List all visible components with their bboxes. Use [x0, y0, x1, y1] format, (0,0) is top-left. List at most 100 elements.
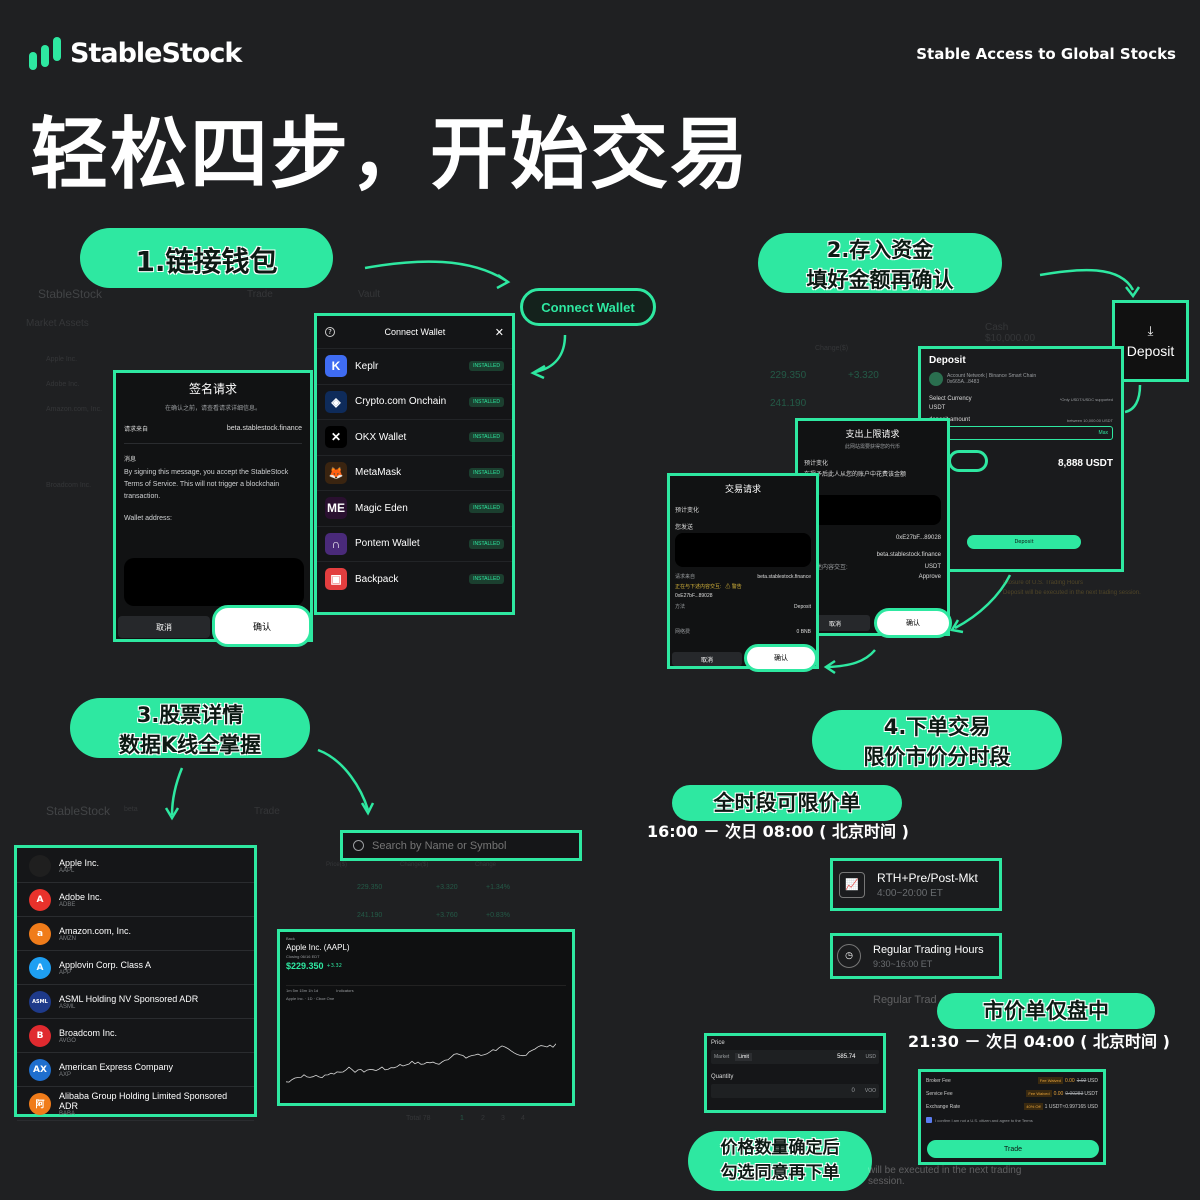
deposit-amount-range: between 10,000.00 USDT	[1066, 417, 1113, 423]
chart-price: $229.350	[286, 961, 324, 971]
page-2[interactable]: 2	[481, 1115, 485, 1122]
max-button[interactable]: Max	[1098, 430, 1108, 436]
wallet-icon: ∩	[325, 532, 347, 555]
spend-confirm-button[interactable]: 确认	[874, 608, 952, 638]
help-icon[interactable]: ?	[325, 327, 335, 337]
step1-label: 1.链接钱包	[80, 228, 333, 288]
download-icon: ⤓	[1147, 323, 1154, 339]
chart-breadcrumb[interactable]: Back	[286, 936, 295, 941]
asset-symbol: APP	[59, 969, 72, 976]
deposit-button[interactable]: ⤓ Deposit	[1112, 300, 1189, 382]
session-ghost: Regular Trad	[873, 994, 937, 1006]
sign-request-title: 签名请求	[188, 382, 237, 396]
account-address: 0x665A...8483	[947, 379, 980, 385]
agree-text: I confirm I am not a U.S. citizen and ag…	[935, 1117, 1033, 1123]
spend-title: 支出上限请求	[845, 430, 900, 440]
asset-symbol: BABA	[59, 1110, 76, 1117]
market-order-callout: 市价单仅盘中	[937, 993, 1155, 1029]
limit-tab[interactable]: Limit	[735, 1053, 752, 1061]
tx-est-label: 预计变化	[675, 508, 700, 514]
installed-badge: INSTALLED	[469, 503, 504, 514]
connect-wallet-button[interactable]: Connect Wallet	[520, 288, 656, 326]
asset-symbol: AMZN	[59, 935, 76, 942]
spend-est-text: 在授予后此人从您的账户中花费该金额	[804, 472, 907, 478]
deposit-total: 8,888 USDT	[1057, 458, 1113, 469]
currency-select[interactable]: USDT	[929, 405, 946, 411]
sign-confirm-button[interactable]: 确认	[212, 605, 312, 647]
search-input[interactable]	[372, 839, 552, 852]
asset-logo-icon: 阿	[29, 1092, 51, 1115]
spend-redacted	[804, 495, 941, 525]
trade-button[interactable]: Trade	[927, 1140, 1099, 1158]
page-3[interactable]: 3	[501, 1115, 505, 1122]
price-input[interactable]: 585.74	[837, 1054, 856, 1060]
wallet-name: MetaMask	[355, 467, 402, 479]
tx-title: 交易请求	[724, 485, 761, 495]
tx-cancel-button[interactable]: 取消	[672, 652, 742, 666]
asset-symbol: AVGO	[59, 1037, 76, 1044]
page-1[interactable]: 1	[460, 1115, 464, 1122]
spend-limit-modal: 支出上限请求 此网站需要获得您的代币 预计变化 在授予后此人从您的账户中花费该金…	[795, 418, 950, 636]
spend-subtitle: 此网站需要获得您的代币	[844, 444, 900, 450]
deposit-amount-highlight	[948, 450, 988, 472]
market-tab[interactable]: Market	[714, 1054, 730, 1060]
installed-badge: INSTALLED	[469, 396, 504, 407]
connect-modal-title: Connect Wallet	[384, 327, 446, 337]
page-headline: 轻松四步，开始交易	[30, 110, 751, 200]
installed-badge: INSTALLED	[469, 538, 504, 549]
deposit-amount-input[interactable]: 888 Max	[929, 426, 1113, 440]
spender-address: 0xE27bF...89028	[895, 534, 941, 541]
stablestock-logo-icon	[29, 37, 61, 70]
asset-name: Applovin Corp. Class A	[59, 959, 152, 970]
chart-timeframes[interactable]: 1m 5m 15m 1h 1d	[286, 988, 319, 993]
price-label: Price	[711, 1040, 725, 1046]
session-option-extended[interactable]: 📈 RTH+Pre/Post-Mkt 4:00~20:00 ET	[830, 858, 1002, 911]
quantity-unit[interactable]: VOO	[864, 1088, 876, 1094]
deposit-submit-button[interactable]: Deposit	[967, 535, 1081, 549]
chart-legend: Apple Inc. · 1D · Cboe One	[286, 996, 335, 1001]
limit-order-time: 16:00 － 次日 08:00 ( 北京时间 )	[647, 822, 909, 841]
agree-checkbox[interactable]	[926, 1117, 932, 1123]
page-4[interactable]: 4	[521, 1115, 525, 1122]
installed-badge: INSTALLED	[469, 432, 504, 443]
brand-tagline: Stable Access to Global Stocks	[916, 45, 1176, 63]
chart-indicators[interactable]: Indicators	[336, 988, 354, 993]
request-from-label: 请求来自	[124, 427, 149, 433]
request-from-value: beta.stablestock.finance	[226, 425, 302, 432]
installed-badge: INSTALLED	[469, 467, 504, 478]
search-box[interactable]	[340, 830, 582, 861]
wallet-icon: ▣	[325, 568, 347, 591]
account-network: Account Network | Binance Smart Chain	[947, 373, 1037, 379]
sign-request-subtitle: 在确认之前，请查看请求详细信息。	[164, 406, 261, 412]
quantity-input[interactable]: 0	[851, 1088, 855, 1094]
tx-confirm-button[interactable]: 确认	[744, 644, 818, 672]
wallet-icon: ME	[325, 497, 347, 520]
tx-redacted	[675, 533, 811, 567]
cancel-button[interactable]: 取消	[118, 616, 210, 638]
brand-logo: StableStock	[28, 36, 242, 70]
session-option-regular[interactable]: ◷ Regular Trading Hours 9:30~16:00 ET	[830, 933, 1002, 979]
signature-redacted	[124, 558, 304, 606]
price-unit: USD	[865, 1054, 876, 1060]
asset-row[interactable]: Apple Inc.AAPL	[17, 849, 254, 883]
close-icon[interactable]: ✕	[494, 325, 504, 339]
chart-sub: Closing 06/16 EDT	[286, 954, 320, 959]
asset-name: Adobe Inc.	[59, 891, 103, 902]
message-label: 消息	[124, 457, 137, 463]
step3-label: 3.股票详情 数据K线全掌握	[70, 698, 310, 758]
